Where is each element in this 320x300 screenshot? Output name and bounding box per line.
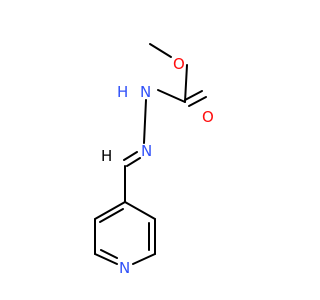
ring-bond-6	[124, 201, 156, 220]
ring-bond-4	[132, 253, 156, 265]
atom-o-ester: O	[173, 55, 185, 73]
bond-methyl-ester-o	[149, 43, 172, 58]
atom-n-imine: N	[141, 142, 152, 160]
atom-labels: O O N H N H N	[101, 55, 214, 277]
atom-h-amine: H	[117, 83, 128, 101]
bonds	[94, 43, 207, 265]
bond-carbonyl-c-nh	[157, 89, 186, 103]
molecule-diagram: O O N H N H N	[94, 43, 214, 277]
ring-bond-1	[94, 201, 126, 220]
ring-inner-1	[99, 208, 124, 223]
atom-n-pyridine: N	[119, 259, 130, 277]
atom-h-methine: H	[101, 147, 112, 165]
atom-o-carbonyl: O	[202, 108, 214, 126]
ring-inner-2	[100, 249, 118, 259]
bond-ester-o-carbonyl-c	[184, 64, 188, 103]
bond-nh-n	[143, 99, 147, 144]
bond-carbonyl-double-b	[188, 96, 207, 107]
bond-n-ch-double-a	[123, 151, 138, 161]
bond-carbonyl-double-a	[184, 90, 203, 101]
ring-bond-3	[94, 253, 118, 265]
bond-n-ch-double-b	[126, 157, 141, 167]
atom-n-amine: N	[140, 83, 151, 101]
molecule-canvas: O O N H N H N	[94, 43, 214, 277]
